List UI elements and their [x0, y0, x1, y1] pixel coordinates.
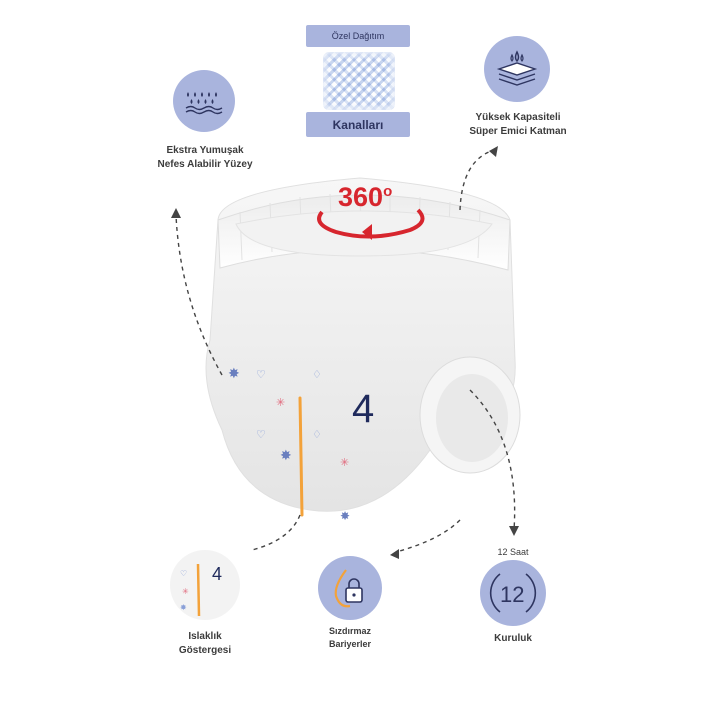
svg-text:♡: ♡: [256, 428, 266, 441]
svg-text:✸: ✸: [280, 448, 292, 464]
barrier-feature-label: Sızdırmaz Bariyerler: [328, 626, 372, 649]
svg-text:✸: ✸: [340, 509, 350, 523]
capacity-feature-label: Yüksek Kapasiteli Süper Emici Katman: [469, 112, 567, 137]
channels-bottom-pill: Kanalları: [306, 112, 410, 137]
svg-text:✳: ✳: [340, 456, 349, 469]
dryness-top-label: 12 Saat: [497, 547, 529, 557]
size-number: 4: [352, 387, 374, 431]
rotation-label: 360o: [338, 182, 393, 212]
wetness-indicator-icon: ♡ ✳ ✸ 4: [180, 563, 222, 617]
surface-feature-label: Ekstra Yumuşak Nefes Alabilir Yüzey: [157, 145, 253, 170]
svg-text:✸: ✸: [180, 603, 187, 612]
print-pattern: ✸ ✸ ✸ ♡ ♢ ♡ ♢ ✳ ✳: [228, 366, 350, 523]
svg-text:✸: ✸: [228, 366, 240, 382]
channels-top-pill: Özel Dağıtım: [306, 25, 410, 47]
mesh-channel-icon: [323, 52, 395, 110]
wetness-size-number: 4: [212, 564, 222, 584]
svg-text:♡: ♡: [256, 368, 266, 381]
wetness-feature-circle: ♡ ✳ ✸ 4: [170, 550, 240, 620]
dryness-feature-circle: 12: [480, 560, 546, 626]
capacity-feature-circle: [484, 36, 550, 102]
svg-text:♡: ♡: [180, 569, 187, 578]
layers-icon: [496, 50, 538, 86]
water-drops-icon: [185, 92, 223, 115]
svg-text:♢: ♢: [312, 428, 322, 441]
svg-text:♢: ♢: [312, 368, 322, 381]
hours-number: 12: [500, 582, 524, 607]
svg-text:✳: ✳: [276, 396, 285, 409]
channels-bottom-label: Kanalları: [332, 117, 384, 132]
clock-hours-icon: 12: [489, 573, 537, 613]
surface-feature-circle: [173, 70, 235, 132]
dryness-bottom-label: Kuruluk: [494, 633, 532, 644]
barrier-feature-circle: [318, 556, 382, 620]
wetness-feature-label: Islaklık Göstergesi: [178, 631, 232, 656]
svg-text:✳: ✳: [182, 587, 189, 596]
channels-top-label: Özel Dağıtım: [331, 31, 385, 41]
lock-drop-icon: [334, 569, 363, 608]
rotation-arrow-icon: [317, 208, 425, 240]
